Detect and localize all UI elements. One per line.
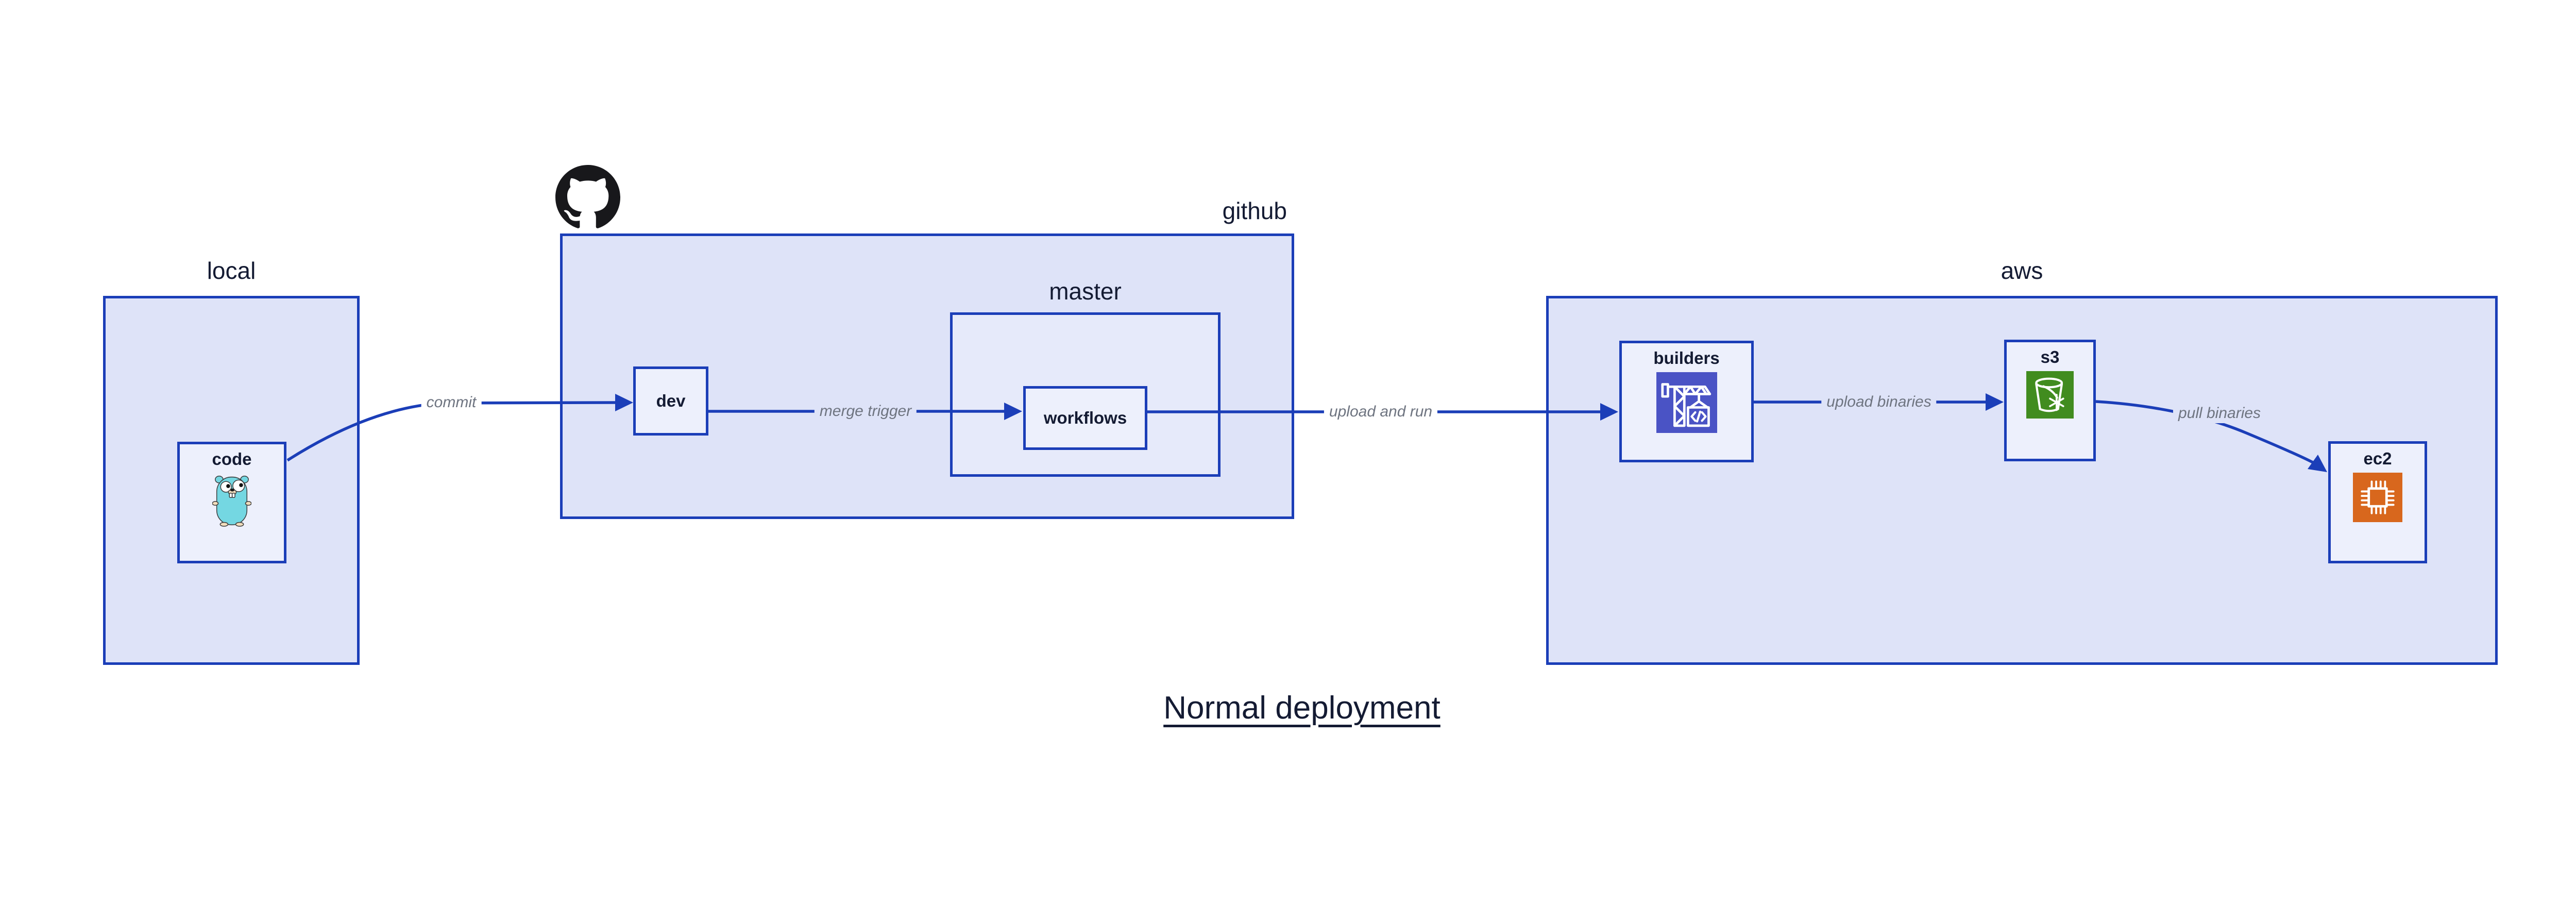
node-code-label: code bbox=[212, 449, 252, 469]
aws-group-label: aws bbox=[2001, 257, 2043, 284]
go-gopher-icon bbox=[212, 475, 251, 527]
node-ec2: ec2 bbox=[2328, 441, 2427, 563]
edge-label-commit: commit bbox=[421, 393, 482, 412]
node-workflows-label: workflows bbox=[1043, 408, 1127, 427]
edge-upload-binaries-arrowhead bbox=[1986, 393, 2004, 411]
edge-label-upload-binaries: upload binaries bbox=[1821, 392, 1937, 412]
edge-label-pull-binaries: pull binaries bbox=[2173, 404, 2266, 423]
master-group-label: master bbox=[1049, 278, 1122, 305]
node-s3-label: s3 bbox=[2040, 347, 2060, 366]
codebuild-crane-icon bbox=[1656, 372, 1717, 433]
node-s3: s3 bbox=[2004, 340, 2096, 461]
edge-merge-trigger-arrowhead bbox=[1004, 403, 1022, 420]
ec2-chip-icon bbox=[2353, 473, 2402, 522]
node-ec2-label: ec2 bbox=[2363, 449, 2392, 468]
edge-label-upload-and-run: upload and run bbox=[1324, 402, 1438, 422]
node-dev: dev bbox=[633, 366, 708, 436]
node-builders: builders bbox=[1619, 341, 1754, 462]
github-octocat-icon bbox=[555, 165, 620, 232]
edge-pull-binaries-arrowhead bbox=[2308, 455, 2327, 472]
diagram-title: Normal deployment bbox=[1163, 690, 1440, 726]
edge-commit-arrowhead bbox=[615, 394, 633, 411]
github-group-label: github bbox=[1222, 197, 1287, 224]
node-builders-label: builders bbox=[1653, 348, 1720, 368]
edge-upload-and-run-arrowhead bbox=[1600, 403, 1618, 421]
edge-label-merge-trigger: merge trigger bbox=[814, 402, 917, 421]
s3-bucket-icon bbox=[2026, 371, 2074, 419]
local-group-label: local bbox=[207, 257, 256, 284]
edge-pull-binaries bbox=[2095, 400, 2314, 464]
node-workflows: workflows bbox=[1023, 386, 1147, 450]
node-code: code bbox=[177, 442, 286, 563]
node-dev-label: dev bbox=[656, 391, 686, 410]
